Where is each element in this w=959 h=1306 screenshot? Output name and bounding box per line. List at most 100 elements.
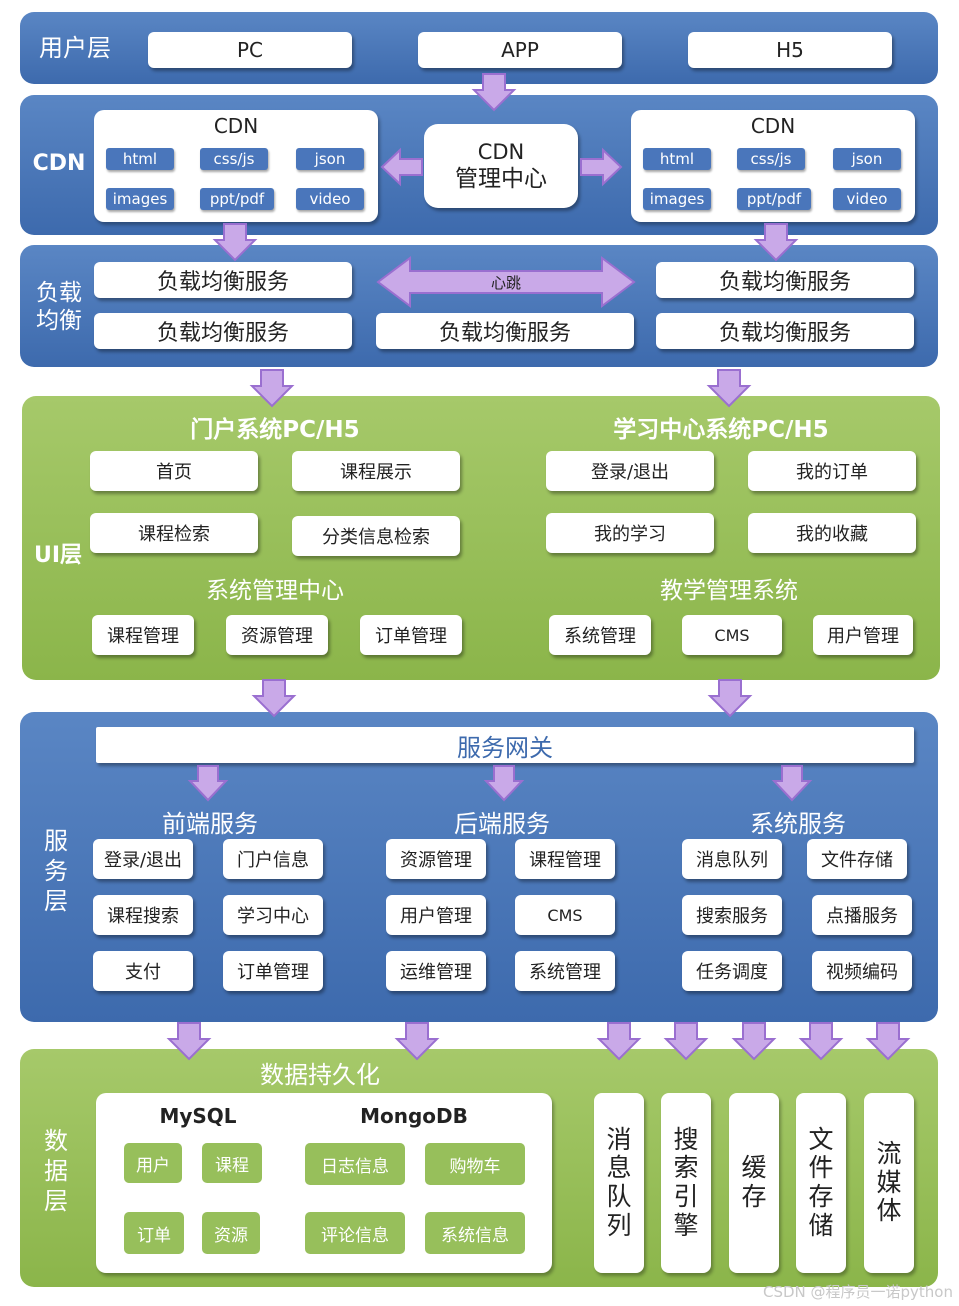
client-h5: H5 [688, 32, 892, 68]
portal-title: 门户系统PC/H5 [190, 417, 360, 443]
cdn-right-chip-video: video [833, 188, 901, 210]
service-label-char-2: 务 [44, 857, 68, 885]
system-search-service: 搜索服务 [682, 895, 782, 935]
cache-char-2: 存 [741, 1182, 767, 1211]
cdn-right-title: CDN [750, 114, 796, 138]
fs-char-1: 文 [808, 1124, 834, 1154]
service-layer-label: 服 务 层 [28, 826, 84, 916]
cdn-right-chip-images: images [643, 188, 711, 210]
sysadmin-title: 系统管理中心 [206, 578, 344, 604]
system-service-title: 系统服务 [750, 810, 846, 838]
backend-user-mgmt: 用户管理 [386, 895, 486, 935]
sysadmin-course-mgmt: 课程管理 [92, 615, 194, 655]
arrow-lb-to-ui-right [706, 368, 752, 408]
sysadmin-order-mgmt: 订单管理 [360, 615, 462, 655]
arrow-service-to-data-6 [798, 1021, 844, 1061]
mongo-log-info: 日志信息 [305, 1143, 405, 1185]
frontend-title: 前端服务 [162, 810, 258, 838]
persistence-title: 数据持久化 [260, 1061, 380, 1089]
cdn-management-center: CDN 管理中心 [424, 124, 578, 208]
mongo-shopping-cart: 购物车 [425, 1143, 525, 1185]
backend-ops-mgmt: 运维管理 [386, 951, 486, 991]
frontend-portal-info: 门户信息 [223, 839, 323, 879]
arrow-gateway-to-frontend [187, 764, 229, 802]
watermark: CSDN @程序员一诺python [762, 1283, 953, 1301]
frontend-order-mgmt: 订单管理 [223, 951, 323, 991]
mq-char-4: 列 [606, 1210, 632, 1240]
se-char-4: 擎 [673, 1210, 699, 1240]
sm-char-2: 媒 [876, 1167, 902, 1197]
arrow-gateway-to-system [771, 764, 813, 802]
cdn-right-chip-cssjs: css/js [737, 148, 805, 170]
data-column-search-engine: 搜 索 引 擎 [661, 1093, 711, 1273]
learning-title: 学习中心系统PC/H5 [613, 417, 829, 443]
backend-cms: CMS [515, 895, 615, 935]
cdn-layer-label: CDN [32, 151, 86, 176]
arrow-service-to-data-4 [663, 1021, 709, 1061]
backend-system-mgmt: 系统管理 [515, 951, 615, 991]
mysql-users: 用户 [124, 1143, 182, 1183]
lb-label-line1: 负载 [36, 280, 82, 306]
cdn-right-chip-json: json [833, 148, 901, 170]
se-char-2: 索 [673, 1153, 699, 1183]
cdn-right-chip-html: html [643, 148, 711, 170]
mq-char-3: 队 [606, 1182, 632, 1211]
mysql-courses: 课程 [202, 1143, 262, 1183]
service-gateway: 服务网关 [96, 727, 914, 763]
mongodb-title: MongoDB [360, 1104, 468, 1128]
arrow-lb-to-ui-left [249, 368, 295, 408]
service-label-char-1: 服 [44, 827, 68, 855]
frontend-payment: 支付 [93, 951, 193, 991]
system-file-storage: 文件存储 [807, 839, 907, 879]
cdn-left-chip-json: json [296, 148, 364, 170]
fs-char-4: 储 [808, 1210, 834, 1240]
cdn-left-arrow [380, 147, 424, 187]
learning-login: 登录/退出 [546, 451, 714, 491]
data-column-streaming-media: 流 媒 体 [864, 1093, 914, 1273]
mongo-system-info: 系统信息 [425, 1212, 525, 1254]
cdn-left-title: CDN [213, 114, 259, 138]
system-vod-service: 点播服务 [812, 895, 912, 935]
backend-course-mgmt: 课程管理 [515, 839, 615, 879]
cdn-right-chip-pptpdf: ppt/pdf [737, 188, 811, 210]
data-label-char-3: 层 [44, 1187, 68, 1215]
client-pc: PC [148, 32, 352, 68]
arrow-cdn-to-lb-left [212, 222, 258, 262]
cdn-left-chip-pptpdf: ppt/pdf [200, 188, 274, 210]
cdn-left-chip-html: html [106, 148, 174, 170]
arrow-service-to-data-5 [731, 1021, 777, 1061]
system-video-encoding: 视频编码 [812, 951, 912, 991]
data-column-message-queue: 消 息 队 列 [594, 1093, 644, 1273]
sm-char-1: 流 [876, 1138, 902, 1168]
mysql-resources: 资源 [202, 1212, 260, 1254]
cdn-center-line1: CDN [477, 139, 525, 164]
sm-char-3: 体 [876, 1196, 902, 1226]
cdn-center-line2: 管理中心 [455, 165, 547, 192]
fs-char-2: 件 [808, 1153, 834, 1183]
arrow-service-to-data-1 [166, 1021, 212, 1061]
system-task-scheduling: 任务调度 [682, 951, 782, 991]
cdn-right-arrow [579, 147, 623, 187]
lb-layer-label: 负载 均衡 [24, 280, 94, 335]
learning-my-study: 我的学习 [546, 513, 714, 553]
arrow-gateway-to-backend [483, 764, 525, 802]
data-label-char-1: 数 [44, 1127, 68, 1155]
mysql-orders: 订单 [124, 1212, 184, 1254]
portal-category-search: 分类信息检索 [292, 516, 460, 556]
arrow-service-to-data-2 [394, 1021, 440, 1061]
learning-my-orders: 我的订单 [748, 451, 916, 491]
cache-char-1: 缓 [741, 1153, 767, 1183]
arrow-user-to-cdn [471, 72, 517, 112]
heartbeat-label: 心跳 [490, 274, 521, 292]
user-layer-label: 用户层 [39, 34, 111, 62]
teaching-cms: CMS [682, 615, 782, 655]
arrow-service-to-data-3 [596, 1021, 642, 1061]
arrow-ui-to-service-right [707, 678, 753, 718]
lb-service-3: 负载均衡服务 [376, 313, 634, 349]
frontend-course-search: 课程搜索 [93, 895, 193, 935]
se-char-3: 引 [673, 1182, 699, 1211]
mongo-comment-info: 评论信息 [305, 1212, 405, 1254]
heartbeat-arrow [376, 256, 636, 308]
arrow-service-to-data-7 [865, 1021, 911, 1061]
lb-service-2: 负载均衡服务 [94, 313, 352, 349]
